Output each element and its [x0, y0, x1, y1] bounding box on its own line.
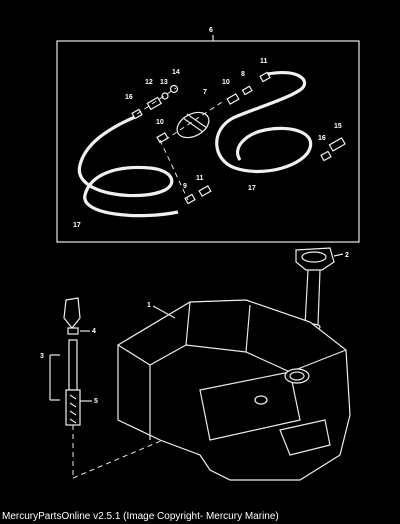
tank-edge: [185, 301, 191, 346]
callout-6: 6: [209, 27, 213, 34]
callout-10-lower: 10: [156, 119, 164, 126]
callout-16: 16: [125, 94, 133, 101]
fuel-filter-5[interactable]: [65, 389, 81, 426]
tank-filler-cap[interactable]: [284, 368, 310, 384]
callout-16-right: 16: [318, 135, 326, 142]
callout-11-upper: 11: [260, 58, 268, 65]
fitting-axis: [164, 99, 226, 141]
washer-14[interactable]: [169, 84, 179, 94]
callout-11-lower: 11: [196, 175, 204, 182]
callout-15: 15: [334, 123, 342, 130]
fuel-gauge-stem: [317, 269, 321, 326]
callout-4: 4: [92, 328, 96, 335]
leader-1: [152, 305, 176, 319]
fuel-gauge-cap: [301, 251, 327, 263]
fuel-pickup-fitting[interactable]: [63, 297, 81, 329]
fitting-16-right[interactable]: [320, 150, 332, 162]
callout-3: 3: [40, 353, 44, 360]
tank-edge: [245, 304, 251, 353]
pickup-tube[interactable]: [68, 339, 78, 391]
fitting-12[interactable]: [146, 96, 163, 111]
callout-10-upper: 10: [222, 79, 230, 86]
filter-mesh: [69, 394, 77, 400]
fitting-11-upper[interactable]: [259, 71, 271, 83]
primer-bulb-ridge: [186, 113, 208, 129]
callout-14: 14: [172, 69, 180, 76]
image-copyright-caption: MercuryPartsOnline v2.5.1 (Image Copyrig…: [2, 511, 279, 522]
leader-2: [333, 253, 344, 257]
fitting-axis: [159, 139, 189, 201]
tank-handle: [279, 419, 331, 456]
tank-front-panel: [199, 371, 301, 441]
callout-13: 13: [160, 79, 168, 86]
callout-2: 2: [345, 252, 349, 259]
fitting-11-lower[interactable]: [198, 185, 212, 197]
fuel-hose-right[interactable]: [215, 71, 313, 173]
callout-7: 7: [203, 89, 207, 96]
callout-9: 9: [183, 183, 187, 190]
fitting-9[interactable]: [184, 193, 196, 205]
connector-15[interactable]: [328, 137, 346, 152]
fuel-gauge-stem: [304, 269, 309, 326]
o-ring-4[interactable]: [67, 327, 79, 335]
fitting-axis: [136, 87, 177, 115]
callout-17-right: 17: [248, 185, 256, 192]
filter-mesh: [69, 410, 77, 416]
filter-mesh: [69, 402, 77, 408]
callout-5: 5: [94, 398, 98, 405]
fuel-hose-left[interactable]: [77, 115, 179, 218]
washer-13[interactable]: [161, 92, 169, 100]
callout-1: 1: [147, 302, 151, 309]
callout-17-left: 17: [73, 222, 81, 229]
primer-bulb-ridge: [182, 117, 204, 133]
tank-pickup-port[interactable]: [254, 395, 268, 405]
filter-mesh: [69, 418, 77, 424]
fitting-10-lower[interactable]: [156, 132, 169, 144]
tank-top-edge: [117, 344, 347, 373]
fitting-8[interactable]: [241, 85, 253, 96]
fuel-line-assembly-frame: [56, 40, 360, 243]
callout-12: 12: [145, 79, 153, 86]
tank-filler-cap-inner: [289, 371, 305, 381]
callout-8: 8: [241, 71, 245, 78]
fitting-10-upper[interactable]: [226, 93, 240, 105]
fuel-tank[interactable]: [117, 299, 351, 481]
